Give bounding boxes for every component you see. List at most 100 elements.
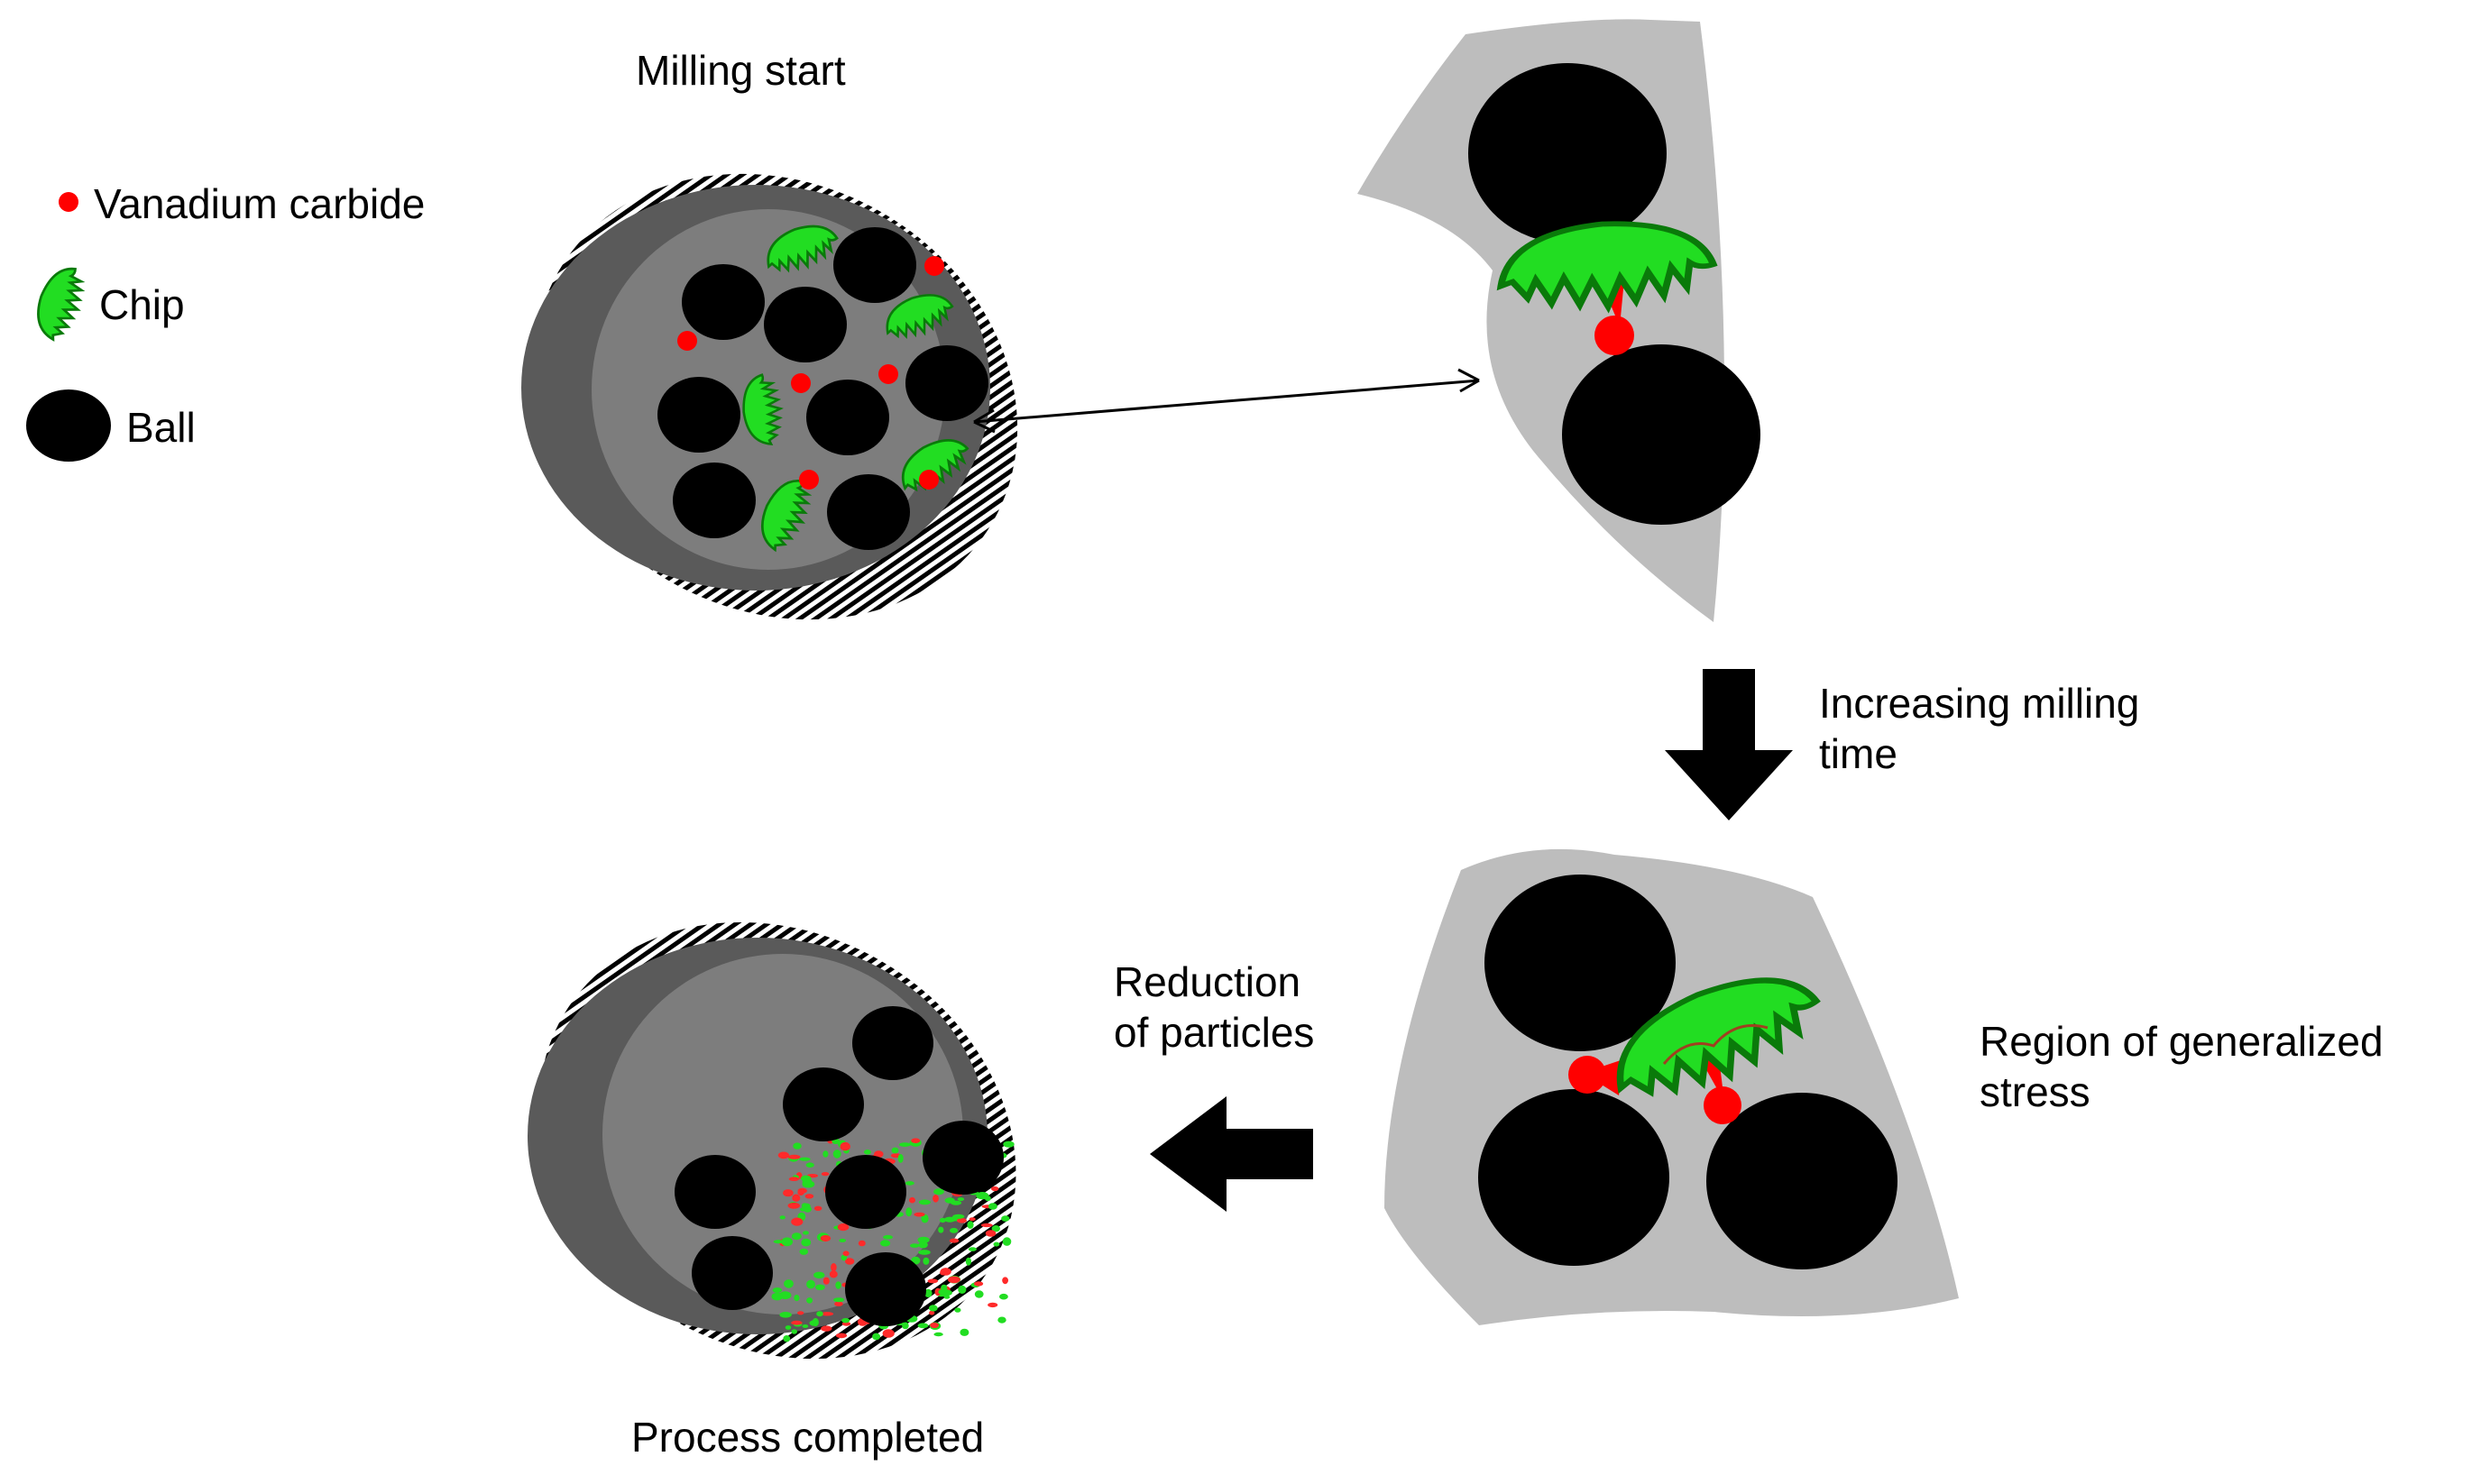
- increasing-milling-time-label: Increasing milling time: [1819, 680, 2151, 777]
- vanadium-carbide-fragment: [969, 1217, 976, 1222]
- chip-fragment: [832, 1150, 841, 1159]
- process-completed-label: Process completed: [631, 1414, 984, 1461]
- vanadium-carbide: [1704, 1086, 1741, 1124]
- vanadium-carbide-fragment: [882, 1329, 895, 1338]
- label-line-2: of particles: [1114, 1009, 1314, 1056]
- chip-fragment: [773, 1240, 785, 1244]
- chip-fragment: [835, 1281, 841, 1289]
- vanadium-carbide-fragment: [934, 1287, 942, 1296]
- legend-label: Ball: [126, 404, 196, 451]
- chip-fragment: [822, 1150, 829, 1158]
- chip-fragment: [805, 1162, 814, 1168]
- left-arrow: [1150, 1096, 1313, 1212]
- chip-fragment: [784, 1279, 794, 1288]
- vanadium-carbide-fragment: [835, 1333, 848, 1339]
- vanadium-carbide-fragment: [929, 1310, 935, 1315]
- chip-fragment: [988, 1203, 997, 1210]
- chip-fragment: [905, 1181, 914, 1186]
- ball: [764, 287, 847, 362]
- chip-fragment: [897, 1154, 904, 1163]
- ball: [833, 227, 916, 303]
- chip-fragment: [944, 1197, 955, 1204]
- chip-icon: [27, 260, 92, 345]
- vanadium-carbide-fragment: [788, 1177, 800, 1181]
- chip-fragment: [863, 1150, 871, 1155]
- label-line-1: Increasing milling: [1819, 680, 2139, 727]
- chip-fragment: [833, 1297, 845, 1303]
- chip-fragment: [1003, 1140, 1015, 1148]
- chip-fragment: [799, 1248, 809, 1255]
- chip-fragment: [803, 1231, 809, 1235]
- vanadium-carbide-fragment: [949, 1238, 960, 1243]
- ball: [1562, 344, 1760, 525]
- ball: [1484, 875, 1676, 1051]
- chip-fragment: [779, 1312, 792, 1318]
- chip-crack: [1662, 1024, 1769, 1065]
- chip-fragment: [910, 1243, 920, 1248]
- chip-fragment: [997, 1316, 1006, 1324]
- chip-fragment: [991, 1225, 1001, 1232]
- vanadium-carbide-fragment: [787, 1154, 801, 1159]
- chip-fragment: [952, 1214, 965, 1219]
- chip-fragment: [917, 1323, 929, 1329]
- vanadium-carbide-fragment: [858, 1240, 866, 1247]
- label-line-2: stress: [1980, 1068, 2090, 1115]
- vanadium-carbide-fragment: [821, 1325, 832, 1332]
- reduction-of-particles-label: Reduction of particles: [1114, 958, 1314, 1056]
- chip-fragment: [968, 1247, 977, 1251]
- vanadium-carbide-fragment: [821, 1312, 834, 1316]
- vanadium-carbide: [1594, 316, 1634, 355]
- vanadium-carbide-fragment: [841, 1322, 851, 1326]
- chip-fragment: [798, 1157, 811, 1161]
- chip-fragment: [921, 1214, 929, 1223]
- chip-fragment: [944, 1216, 956, 1223]
- vanadium-carbide-fragment: [840, 1141, 850, 1151]
- ball: [1478, 1089, 1669, 1266]
- ball: [806, 380, 889, 455]
- chip-fragment: [942, 1289, 952, 1296]
- chip-fragment: [923, 1257, 930, 1265]
- chip-fragment: [923, 1288, 933, 1297]
- legend-label: Chip: [99, 281, 185, 328]
- chip-fragment: [939, 1217, 946, 1223]
- chip-fragment: [793, 1142, 802, 1150]
- chip-fragment: [804, 1205, 812, 1213]
- chip-fragment: [898, 1142, 911, 1147]
- chip-fragment: [917, 1236, 930, 1243]
- ball: [845, 1252, 926, 1326]
- chip-fragment: [812, 1317, 819, 1327]
- vanadium-carbide-fragment: [874, 1150, 884, 1158]
- vanadium-carbide-fragment: [940, 1268, 951, 1276]
- chip-fragment: [839, 1238, 847, 1242]
- vanadium-carbide-fragment: [980, 1223, 993, 1228]
- vanadium-carbide-fragment: [911, 1138, 921, 1143]
- vanadium-carbide-fragment: [804, 1194, 814, 1199]
- stress-region-generalized: [1384, 848, 1959, 1325]
- vanadium-carbide-fragment: [777, 1151, 790, 1159]
- legend-item-vanadium-carbide: Vanadium carbide: [59, 180, 425, 227]
- vanadium-carbide-fragment: [787, 1202, 801, 1209]
- vanadium-carbide-fragment: [1002, 1277, 1008, 1285]
- vial-milling-start: [521, 173, 1018, 620]
- label-line-2: time: [1819, 730, 1897, 777]
- ball: [657, 377, 740, 453]
- vanadium-carbide-fragment: [813, 1205, 822, 1212]
- vanadium-carbide: [799, 470, 819, 490]
- vanadium-carbide: [878, 364, 898, 384]
- chip-fragment: [918, 1241, 928, 1249]
- legend-item-ball: Ball: [26, 389, 196, 462]
- chip-fragment: [841, 1254, 848, 1261]
- vanadium-carbide: [677, 331, 697, 351]
- chip-fragment: [779, 1215, 786, 1220]
- chip-fragment: [815, 1284, 825, 1291]
- chip-fragment: [806, 1297, 813, 1304]
- vanadium-carbide: [924, 256, 944, 276]
- chip-fragment: [781, 1237, 794, 1247]
- chip-fragment: [905, 1207, 913, 1217]
- vanadium-carbide-fragment: [791, 1320, 803, 1325]
- vanadium-carbide-fragment: [820, 1234, 832, 1242]
- vanadium-carbide-fragment: [829, 1270, 838, 1278]
- chip-fragment: [993, 1241, 1000, 1247]
- down-arrow: [1665, 669, 1793, 820]
- zoom-arrow: [973, 368, 1480, 434]
